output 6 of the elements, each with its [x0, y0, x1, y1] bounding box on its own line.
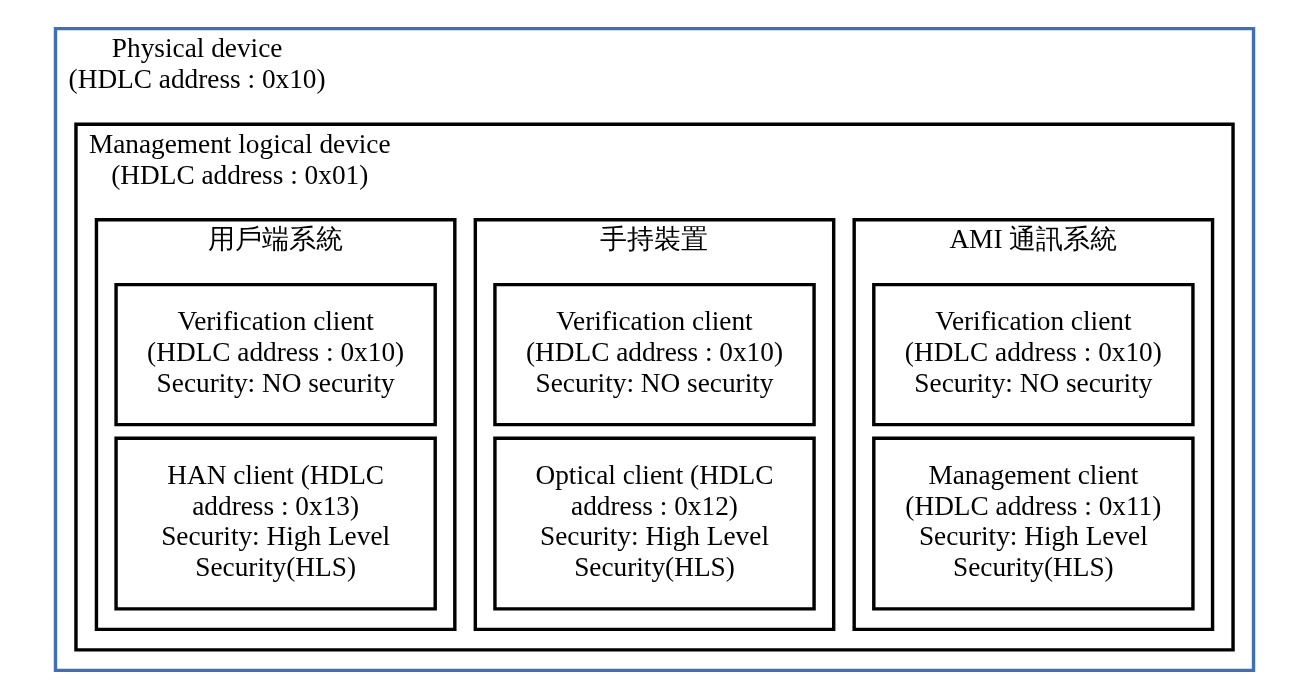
node-box: Verification client (HDLC address : 0x10) Security: NO security — [113, 282, 437, 427]
node-box: Management client (HDLC address : 0x11) Security: High Level Security(HLS) — [871, 436, 1195, 611]
node-box: HAN client (HDLC address : 0x13) Security: High Level Security(HLS) — [113, 436, 437, 611]
node-box: Optical client (HDLC address : 0x12) Security: High Level Security(HLS) — [492, 436, 816, 611]
node-box: Verification client (HDLC address : 0x10) Security: NO security — [492, 282, 816, 427]
node-box: Verification client (HDLC address : 0x10) Security: NO security — [871, 282, 1195, 427]
